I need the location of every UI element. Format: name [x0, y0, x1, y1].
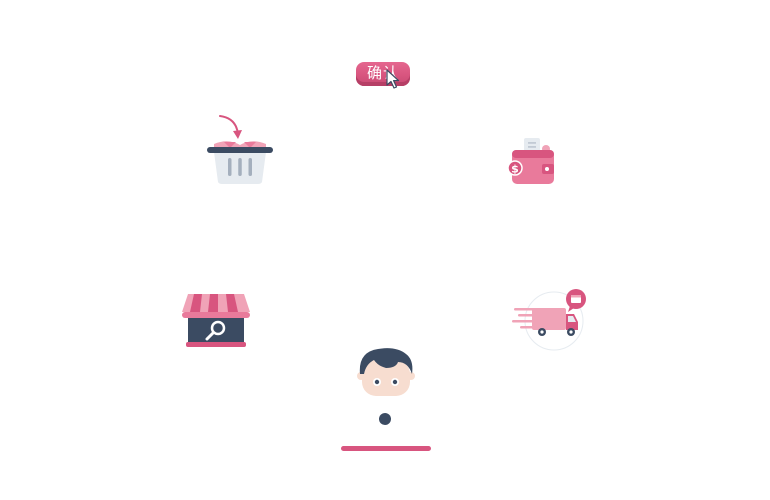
mouth-dot: [379, 413, 391, 425]
basket-icon: [207, 115, 273, 184]
delivery-truck-icon: [512, 289, 586, 351]
base-line: [341, 446, 431, 451]
confirm-button[interactable]: 确认: [356, 62, 410, 86]
shop-icon: [182, 294, 250, 347]
pointer-cursor-icon: [386, 69, 400, 89]
wallet-icon: $: [507, 138, 554, 184]
svg-text:$: $: [511, 163, 519, 176]
person-avatar-icon: [357, 348, 415, 396]
confirm-button-group[interactable]: 确认: [354, 60, 416, 90]
